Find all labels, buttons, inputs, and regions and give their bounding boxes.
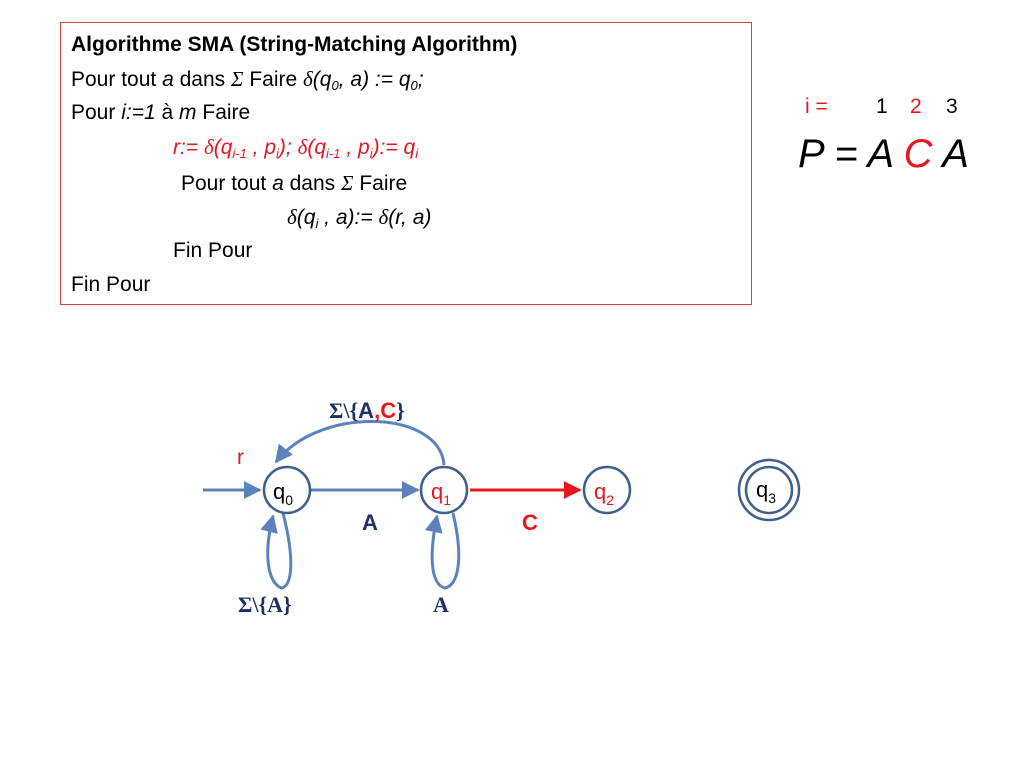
self-loop-q1 [424,512,461,590]
subscript: i-1 [232,146,247,161]
state-q1 [419,465,469,515]
label-self-loop-q1: A [433,592,449,617]
state-q2 [582,465,632,515]
subscript: i [276,146,279,161]
algo-line-7: Fin Pour [71,273,151,296]
expr: , a):= [318,206,379,229]
subscript: i [315,216,319,231]
sigma-symbol: Σ [231,67,244,91]
sigma-symbol: Σ [341,171,354,195]
keyword-faire: Faire [249,68,298,91]
index-2: 2 [910,95,922,118]
index-label: i = [805,95,828,118]
loop-init: i:=1 [121,101,156,124]
algo-line-5: δ(qi , a):= δ(r, a) [287,204,431,231]
edge-q1-q0 [274,420,446,466]
subscript: i [369,146,373,161]
expr: , p [340,136,370,159]
algorithm-title: Algorithme SMA (String-Matching Algorith… [71,33,518,56]
label-self-loop-q0: Σ\{A} [238,592,292,617]
var-m: m [179,101,197,124]
state-q3 [744,465,794,515]
pattern-equals: = [834,132,858,176]
self-loop-q0 [260,512,293,590]
algo-line-2: Pour i:=1 à m Faire [71,100,250,126]
keyword-pour-tout: Pour tout [181,172,267,195]
state-q2-label: q2 [594,479,614,508]
pattern-var: P [798,132,824,176]
expr: ); [278,136,298,159]
subscript: 0 [331,78,339,93]
keyword-a: à [161,101,174,124]
keyword-dans: dans [179,68,226,91]
subscript: i-1 [326,146,341,161]
label-r: r [237,446,244,469]
expr: (q [312,68,332,91]
delta-symbol: δ [303,67,313,91]
algo-line-6: Fin Pour [173,239,253,262]
label-edge-A: A [362,510,378,535]
state-q0-label: q0 [273,479,293,508]
label-top-loop: Σ\{A,C} [329,398,405,423]
expr: ):= q [372,136,416,159]
expr: (r, a) [388,206,432,229]
expr: (q [213,136,233,159]
keyword-pour: Pour [71,101,116,124]
expr: , a) := q [338,68,411,91]
keyword-faire: Faire [359,172,408,195]
subscript: i [415,146,419,161]
expr: (q [307,136,327,159]
expr: (q [296,206,316,229]
expr: ; [417,68,424,91]
keyword-faire: Faire [202,101,251,124]
keyword-pour-tout: Pour tout [71,68,157,91]
delta-symbol: δ [203,135,214,159]
r-assign: r:= [173,136,204,159]
state-q0 [262,465,312,515]
var-a: a [162,68,174,91]
delta-symbol: δ [287,205,297,229]
index-3: 3 [946,95,958,118]
pattern-char-2: C [903,132,933,176]
subscript: 0 [410,78,418,93]
index-1: 1 [876,95,888,118]
algo-line-4: Pour tout a dans Σ Faire [181,170,407,197]
delta-symbol: δ [378,205,389,229]
pattern-display: P = A C A [798,132,969,177]
label-edge-C: C [522,510,538,535]
algo-line-1: Pour tout a dans Σ Faire δ(q0, a) := q0; [71,66,424,93]
delta-symbol: δ [297,135,308,159]
algorithm-box: Algorithme SMA (String-Matching Algorith… [60,22,752,305]
algo-line-3: r:= δ(qi-1 , pi); δ(qi-1 , pi):= qi [173,134,418,161]
expr: , p [246,136,277,159]
var-a: a [272,172,284,195]
keyword-dans: dans [289,172,336,195]
state-q3-label: q3 [756,477,776,506]
pattern-char-1: A [867,132,893,176]
pattern-char-3: A [942,132,969,176]
state-q1-label: q1 [431,479,451,508]
